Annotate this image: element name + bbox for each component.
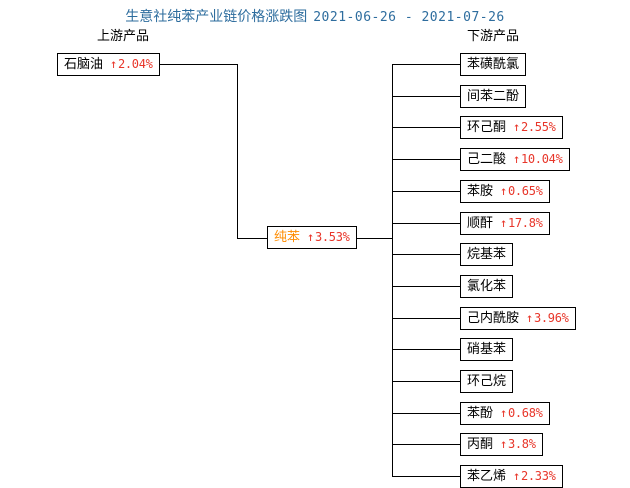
- downstream-node-1[interactable]: 间苯二酚: [460, 85, 527, 108]
- center-node[interactable]: 纯苯 ↑3.53%: [267, 226, 357, 249]
- downstream-node-8[interactable]: 己内酰胺 ↑3.96%: [460, 307, 576, 330]
- node-change-value: ↑10.04%: [513, 152, 563, 166]
- connector-center-in-h: [237, 238, 267, 239]
- price-chain-diagram: 生意社纯苯产业链价格涨跌图 2021-06-26 - 2021-07-26 上游产…: [0, 8, 630, 488]
- connector-branch-h-1: [392, 96, 460, 97]
- node-change-value: ↑3.53%: [307, 230, 350, 244]
- arrow-up-icon: ↑: [513, 152, 520, 166]
- node-change-value: ↑17.8%: [500, 216, 543, 230]
- downstream-node-0[interactable]: 苯磺酰氯: [460, 53, 527, 76]
- node-label: 苯磺酰氯: [467, 57, 520, 72]
- node-change-value: ↑3.96%: [526, 311, 569, 325]
- downstream-node-12[interactable]: 丙酮 ↑3.8%: [460, 433, 543, 456]
- upstream-node-0[interactable]: 石脑油 ↑2.04%: [57, 53, 160, 76]
- upstream-column-header: 上游产品: [97, 29, 150, 44]
- downstream-column-header: 下游产品: [467, 29, 520, 44]
- arrow-up-icon: ↑: [500, 437, 507, 451]
- connector-branch-h-2: [392, 127, 460, 128]
- title-text: 生意社纯苯产业链价格涨跌图: [125, 9, 308, 25]
- downstream-node-9[interactable]: 硝基苯: [460, 338, 514, 361]
- node-label: 顺酐: [467, 216, 494, 231]
- connector-branch-h-12: [392, 444, 460, 445]
- node-label: 烷基苯: [467, 247, 507, 262]
- connector-center-out-h: [357, 238, 392, 239]
- node-label: 己二酸: [467, 152, 507, 167]
- node-label: 苯胺: [467, 184, 494, 199]
- connector-branch-h-10: [392, 381, 460, 382]
- node-label: 环己酮: [467, 120, 507, 135]
- node-change-value: ↑3.8%: [500, 437, 536, 451]
- node-label: 环己烷: [467, 374, 507, 389]
- node-change-value: ↑2.55%: [513, 120, 556, 134]
- connector-branch-h-8: [392, 318, 460, 319]
- page-title: 生意社纯苯产业链价格涨跌图 2021-06-26 - 2021-07-26: [0, 8, 630, 27]
- node-label: 己内酰胺: [467, 311, 520, 326]
- downstream-node-5[interactable]: 顺酐 ↑17.8%: [460, 212, 550, 235]
- connector-branch-h-11: [392, 413, 460, 414]
- arrow-up-icon: ↑: [500, 406, 507, 420]
- downstream-node-7[interactable]: 氯化苯: [460, 275, 514, 298]
- downstream-node-6[interactable]: 烷基苯: [460, 243, 514, 266]
- downstream-node-3[interactable]: 己二酸 ↑10.04%: [460, 148, 570, 171]
- node-label: 石脑油: [64, 57, 104, 72]
- connector-upstream-h: [160, 64, 237, 65]
- downstream-node-10[interactable]: 环己烷: [460, 370, 514, 393]
- arrow-up-icon: ↑: [500, 184, 507, 198]
- arrow-up-icon: ↑: [526, 311, 533, 325]
- node-change-value: ↑0.68%: [500, 406, 543, 420]
- connector-upstream-v: [237, 64, 238, 238]
- connector-trunk-v: [392, 64, 393, 476]
- node-change-value: ↑2.33%: [513, 469, 556, 483]
- connector-branch-h-0: [392, 64, 460, 65]
- connector-branch-h-3: [392, 159, 460, 160]
- connector-branch-h-5: [392, 223, 460, 224]
- connector-branch-h-7: [392, 286, 460, 287]
- connector-branch-h-4: [392, 191, 460, 192]
- title-date-range: 2021-06-26 - 2021-07-26: [313, 10, 505, 25]
- downstream-node-2[interactable]: 环己酮 ↑2.55%: [460, 116, 563, 139]
- node-label: 苯乙烯: [467, 469, 507, 484]
- arrow-up-icon: ↑: [513, 120, 520, 134]
- node-label: 纯苯: [274, 230, 301, 245]
- connector-branch-h-9: [392, 349, 460, 350]
- connector-branch-h-6: [392, 254, 460, 255]
- node-change-value: ↑0.65%: [500, 184, 543, 198]
- node-label: 硝基苯: [467, 342, 507, 357]
- downstream-node-11[interactable]: 苯酚 ↑0.68%: [460, 402, 550, 425]
- node-label: 丙酮: [467, 437, 494, 452]
- downstream-node-4[interactable]: 苯胺 ↑0.65%: [460, 180, 550, 203]
- arrow-up-icon: ↑: [307, 230, 314, 244]
- node-change-value: ↑2.04%: [110, 57, 153, 71]
- arrow-up-icon: ↑: [500, 216, 507, 230]
- connector-branch-h-13: [392, 476, 460, 477]
- node-label: 间苯二酚: [467, 89, 520, 104]
- downstream-node-13[interactable]: 苯乙烯 ↑2.33%: [460, 465, 563, 488]
- node-label: 苯酚: [467, 406, 494, 421]
- arrow-up-icon: ↑: [513, 469, 520, 483]
- arrow-up-icon: ↑: [110, 57, 117, 71]
- node-label: 氯化苯: [467, 279, 507, 294]
